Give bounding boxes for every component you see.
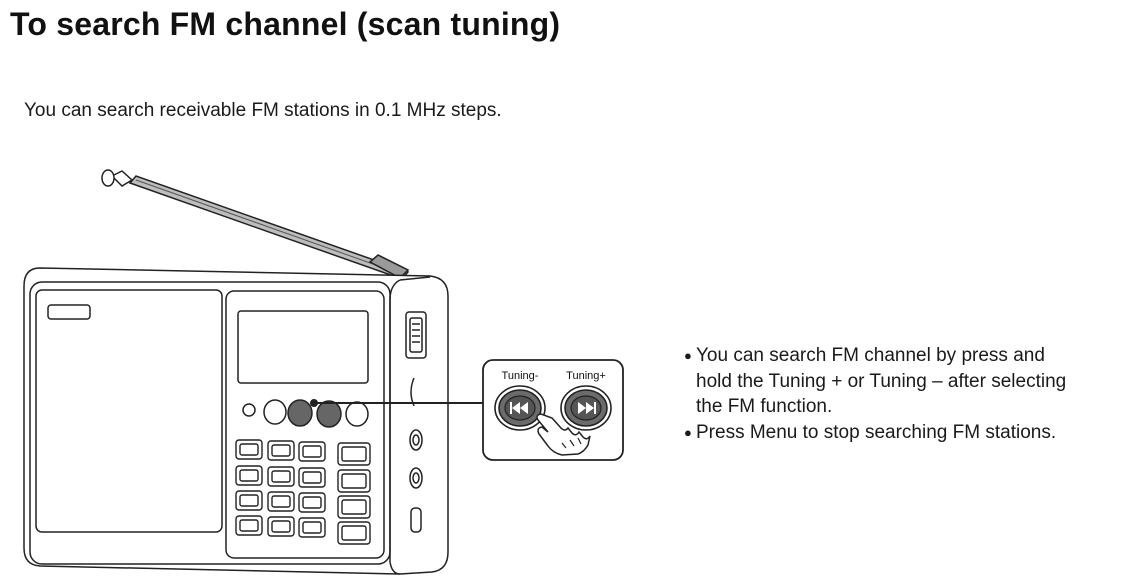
tuning-minus-label: Tuning- [502, 370, 539, 382]
skip-forward-icon [560, 385, 612, 431]
note-line: hold the Tuning + or Tuning – after sele… [696, 370, 1067, 392]
instruction-list: ● You can search FM channel by press and… [684, 343, 1066, 445]
intro-text: You can search receivable FM stations in… [24, 100, 502, 121]
tuning-callout: Tuning- Tuning+ [482, 359, 624, 461]
radio-icon [23, 267, 449, 575]
note-line: the FM function. [696, 396, 833, 417]
skip-back-icon [494, 385, 546, 431]
bullet-icon: ● [684, 424, 692, 440]
note-line: You can search FM channel by press and [696, 345, 1045, 366]
antenna-icon [101, 169, 410, 280]
note-line: Press Menu to stop searching FM stations… [696, 421, 1057, 443]
tuning-plus-label: Tuning+ [566, 370, 606, 382]
pointing-hand-icon [536, 413, 591, 456]
page-title: To search FM channel (scan tuning) [10, 6, 561, 42]
list-item: ● Press Menu to stop searching FM statio… [684, 420, 1066, 446]
callout-line [310, 399, 484, 407]
bullet-icon: ● [684, 348, 692, 363]
list-item: ● You can search FM channel by press and… [684, 343, 1066, 420]
